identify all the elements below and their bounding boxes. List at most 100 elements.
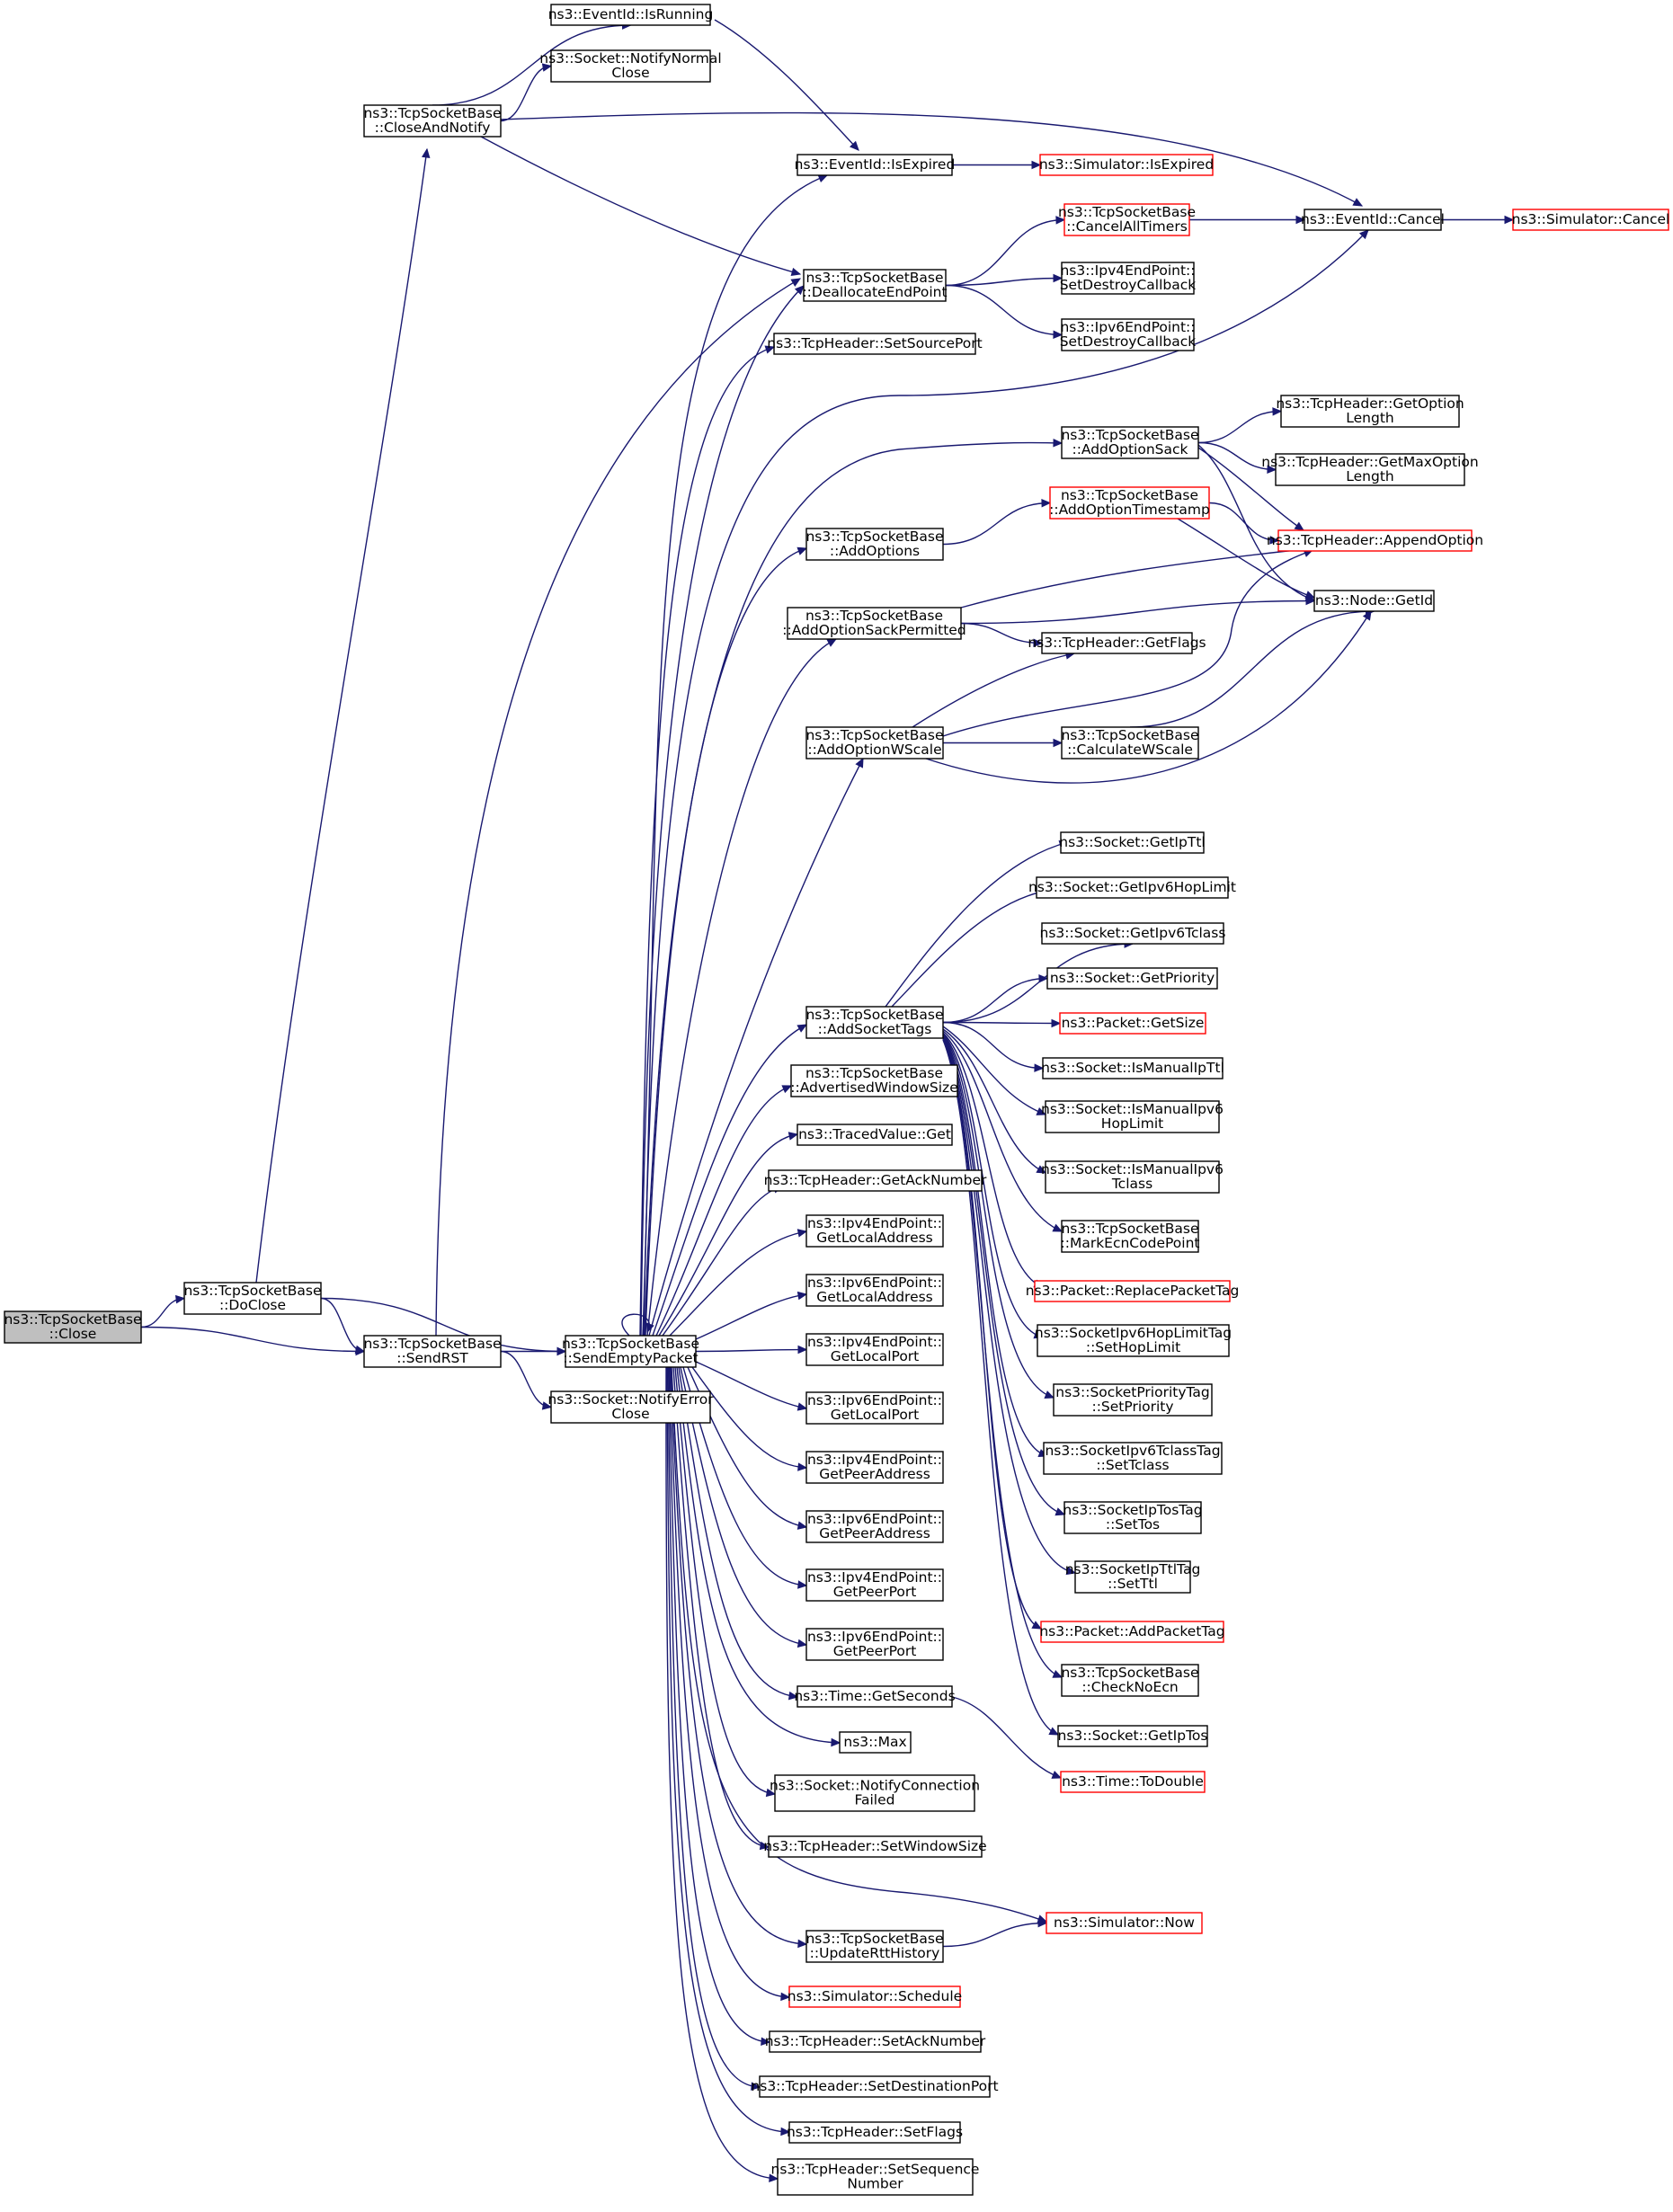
node-ipv4-getlocaladdress[interactable]: ns3::Ipv4EndPoint::GetLocalAddress	[805, 1214, 944, 1248]
node-close[interactable]: ns3::TcpSocketBase::Close	[4, 1310, 142, 1344]
node-addoptions[interactable]: ns3::TcpSocketBase::AddOptions	[805, 528, 944, 561]
node-timegetseconds[interactable]: ns3::Time::GetSeconds	[794, 1685, 956, 1708]
node-markecncodepoint[interactable]: ns3::TcpSocketBase::MarkEcnCodePoint	[1061, 1220, 1200, 1253]
node-replacepackettag[interactable]: ns3::Packet::ReplacePacketTag	[1026, 1280, 1240, 1302]
node-getipv6hoplimit[interactable]: ns3::Socket::GetIpv6HopLimit	[1028, 876, 1236, 899]
node-tracedvalueget[interactable]: ns3::TracedValue::Get	[796, 1124, 953, 1146]
node-getipv6tclass[interactable]: ns3::Socket::GetIpv6Tclass	[1040, 922, 1226, 945]
node-timegetseconds-label-line-1: ns3::Time::GetSeconds	[794, 1688, 955, 1704]
node-ipv6-destroy-label-line-1: ns3::Ipv6EndPoint::	[1060, 319, 1195, 335]
node-getiptos[interactable]: ns3::Socket::GetIpTos	[1057, 1725, 1208, 1747]
node-setttl[interactable]: ns3::SocketIpTtlTag::SetTtl	[1065, 1560, 1201, 1594]
edge-deallocate-to-ipv6-destroy	[945, 284, 1063, 336]
node-simulatornow[interactable]: ns3::Simulator::Now	[1046, 1912, 1203, 1934]
node-settos-label-line-2: ::SetTos	[1106, 1516, 1160, 1532]
node-ipv6-getlocaladdress[interactable]: ns3::Ipv6EndPoint::GetLocalAddress	[805, 1274, 944, 1307]
node-nodegetid-label-line-1: ns3::Node::GetId	[1315, 592, 1433, 609]
node-getacknumber-box	[768, 1169, 983, 1192]
node-setdestinationport[interactable]: ns3::TcpHeader::SetDestinationPort	[751, 2075, 999, 2098]
node-ipv6-destroy[interactable]: ns3::Ipv6EndPoint::SetDestroyCallback	[1060, 318, 1197, 351]
node-ipv6-getpeerport[interactable]: ns3::Ipv6EndPoint::GetPeerPort	[805, 1628, 944, 1661]
node-addoptiontimestamp[interactable]: ns3::TcpSocketBase::AddOptionTimestamp	[1049, 486, 1210, 520]
edge-addsockettags-to-setttl-arrowhead	[1065, 1566, 1077, 1576]
node-simulatorschedule[interactable]: ns3::Simulator::Schedule	[788, 1985, 962, 2008]
node-setwindowsize[interactable]: ns3::TcpHeader::SetWindowSize	[763, 1835, 987, 1858]
edge-sendrst-to-sendemptypacket-arrowhead	[556, 1346, 567, 1356]
node-ipv6-destroy-label-line-2: SetDestroyCallback	[1060, 333, 1197, 350]
node-markecncodepoint-box	[1061, 1220, 1199, 1253]
node-setsourceport-box	[773, 333, 976, 355]
node-settos[interactable]: ns3::SocketIpTosTag::SetTos	[1063, 1501, 1203, 1534]
node-addoptionwscale-label-line-1: ns3::TcpSocketBase	[805, 727, 943, 743]
node-ipv4-getlocalport[interactable]: ns3::Ipv4EndPoint::GetLocalPort	[805, 1333, 944, 1366]
node-settclass[interactable]: ns3::SocketIpv6TclassTag::SetTclass	[1043, 1442, 1223, 1475]
node-ipv6-getlocalport[interactable]: ns3::Ipv6EndPoint::GetLocalPort	[805, 1391, 944, 1425]
node-ismanualipv6tclass-box	[1045, 1160, 1220, 1194]
edge-sendemptypacket-to-setflags	[666, 1366, 790, 2133]
node-addsockettags-box	[805, 1006, 944, 1039]
node-isrunning[interactable]: ns3::EventId::IsRunning	[548, 4, 714, 26]
node-getacknumber[interactable]: ns3::TcpHeader::GetAckNumber	[764, 1169, 987, 1192]
node-getpriority[interactable]: ns3::Socket::GetPriority	[1046, 967, 1218, 990]
node-packetgetsize[interactable]: ns3::Packet::GetSize	[1059, 1012, 1206, 1035]
node-ipv4-destroy[interactable]: ns3::Ipv4EndPoint::SetDestroyCallback	[1060, 262, 1197, 295]
node-isexpired[interactable]: ns3::EventId::IsExpired	[795, 154, 956, 176]
node-notifyconnectionfailed-label-line-1: ns3::Socket::NotifyConnection	[770, 1778, 980, 1794]
node-ismanualipttl-label-line-1: ns3::Socket::IsManualIpTtl	[1041, 1060, 1224, 1076]
node-calculatewscale[interactable]: ns3::TcpSocketBase::CalculateWScale	[1061, 726, 1199, 760]
node-setacknumber-box	[769, 2030, 982, 2053]
node-closeandnotify[interactable]: ns3::TcpSocketBase::CloseAndNotify	[363, 104, 502, 138]
node-checknoecn[interactable]: ns3::TcpSocketBase::CheckNoEcn	[1061, 1664, 1199, 1697]
node-addsockettags[interactable]: ns3::TcpSocketBase::AddSocketTags	[805, 1006, 944, 1039]
node-getipttl[interactable]: ns3::Socket::GetIpTtl	[1059, 831, 1206, 854]
node-advertisedwindowsize[interactable]: ns3::TcpSocketBase::AdvertisedWindowSize	[790, 1064, 958, 1097]
node-sim-cancel[interactable]: ns3::Simulator::Cancel	[1512, 209, 1670, 231]
node-ipv4-getpeerport[interactable]: ns3::Ipv4EndPoint::GetPeerPort	[805, 1568, 944, 1602]
node-getflags[interactable]: ns3::TcpHeader::GetFlags	[1028, 632, 1206, 654]
edge-closeandnotify-to-eventcancel-arrowhead	[1352, 198, 1364, 207]
node-sendemptypacket[interactable]: ns3::TcpSocketBase::SendEmptyPacket	[562, 1335, 699, 1368]
node-addoptionwscale[interactable]: ns3::TcpSocketBase::AddOptionWScale	[805, 726, 944, 760]
node-doclose[interactable]: ns3::TcpSocketBase::DoClose	[183, 1282, 322, 1315]
node-eventcancel[interactable]: ns3::EventId::Cancel	[1301, 209, 1445, 231]
edge-addsockettags-to-ismanualipv6hoplimit	[942, 1026, 1046, 1115]
node-nodegetid[interactable]: ns3::Node::GetId	[1313, 590, 1435, 612]
node-addpackettag[interactable]: ns3::Packet::AddPacketTag	[1039, 1621, 1225, 1643]
node-setpriority[interactable]: ns3::SocketPriorityTag::SetPriority	[1053, 1383, 1213, 1417]
node-sendrst[interactable]: ns3::TcpSocketBase::SendRST	[363, 1335, 502, 1368]
node-addoptionsack[interactable]: ns3::TcpSocketBase::AddOptionSack	[1061, 426, 1199, 459]
node-updatertthistory[interactable]: ns3::TcpSocketBase::UpdateRttHistory	[805, 1930, 944, 1963]
node-deallocate-label-line-2: ::DeallocateEndPoint	[802, 284, 947, 300]
edge-sendrst-to-deallocate	[435, 278, 801, 1337]
node-ipv4-getpeeraddress[interactable]: ns3::Ipv4EndPoint::GetPeerAddress	[805, 1451, 944, 1484]
node-cancelalltimers[interactable]: ns3::TcpSocketBase::CancelAllTimers	[1058, 203, 1196, 236]
node-max[interactable]: ns3::Max	[839, 1731, 912, 1754]
node-deallocate[interactable]: ns3::TcpSocketBase::DeallocateEndPoint	[802, 269, 948, 302]
node-ipv6-getpeeraddress[interactable]: ns3::Ipv6EndPoint::GetPeerAddress	[805, 1510, 944, 1543]
node-ismanualipttl[interactable]: ns3::Socket::IsManualIpTtl	[1041, 1057, 1224, 1079]
edge-sendemptypacket-to-isexpired-arrowhead	[817, 174, 829, 183]
node-appendoption[interactable]: ns3::TcpHeader::AppendOption	[1267, 529, 1483, 552]
edge-sendemptypacket-to-setsequencenumber	[665, 1366, 779, 2180]
node-setsourceport[interactable]: ns3::TcpHeader::SetSourcePort	[767, 333, 983, 355]
node-addoptionsackpermitted[interactable]: ns3::TcpSocketBase::AddOptionSackPermitt…	[782, 607, 966, 640]
edge-addoptiontimestamp-to-nodegetid	[1177, 518, 1315, 599]
node-todouble[interactable]: ns3::Time::ToDouble	[1060, 1771, 1206, 1793]
edge-addoptions-to-addoptiontimestamp	[942, 502, 1051, 546]
edge-addsockettags-to-ismanualipttl-arrowhead	[1034, 1063, 1045, 1072]
node-sim-isexpired[interactable]: ns3::Simulator::IsExpired	[1039, 154, 1214, 176]
node-setflags[interactable]: ns3::TcpHeader::SetFlags	[787, 2121, 963, 2144]
node-setacknumber[interactable]: ns3::TcpHeader::SetAckNumber	[765, 2030, 986, 2053]
edge-addsockettags-to-checknoecn	[942, 1038, 1063, 1678]
node-sethoplimit[interactable]: ns3::SocketIpv6HopLimitTag::SetHopLimit	[1035, 1324, 1232, 1357]
node-setpriority-label-line-2: ::SetPriority	[1091, 1399, 1173, 1415]
edge-addsockettags-to-sethoplimit	[942, 1033, 1044, 1338]
